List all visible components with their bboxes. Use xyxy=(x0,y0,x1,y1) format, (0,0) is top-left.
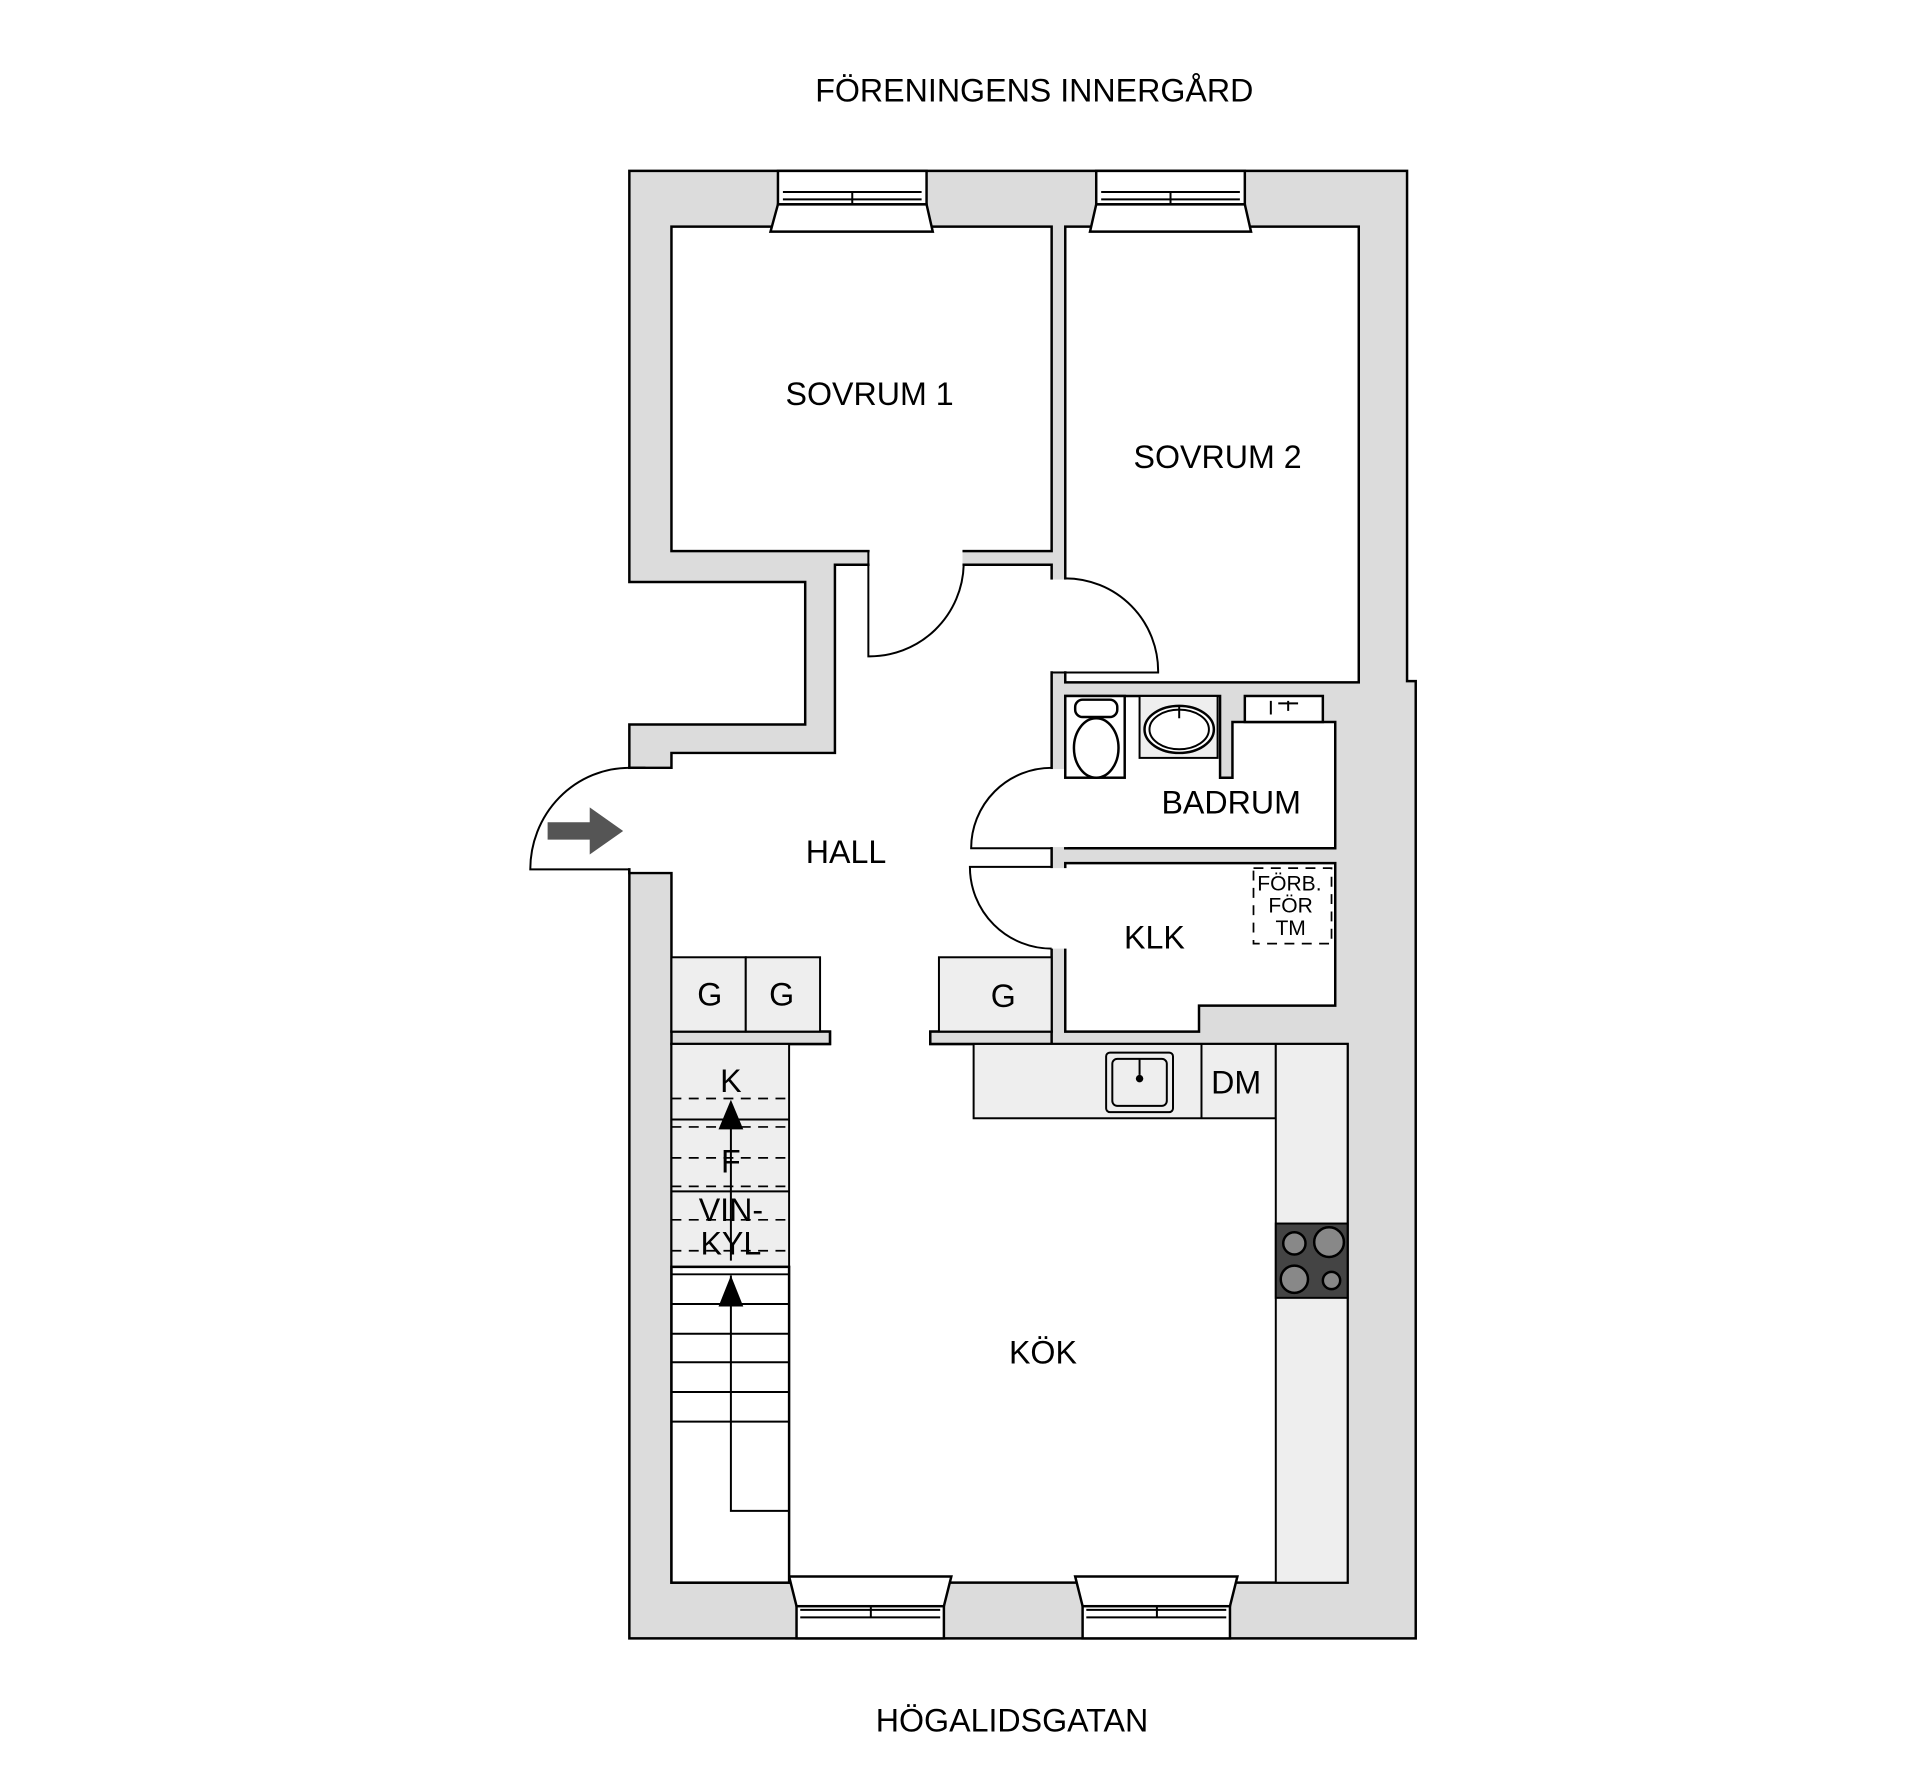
label-dm: DM xyxy=(1211,1065,1261,1101)
label-g-1: G xyxy=(697,977,722,1013)
label-innergard: FÖRENINGENS INNERGÅRD xyxy=(815,73,1253,109)
opening-sovrum-2 xyxy=(1049,579,1068,672)
sink-icon xyxy=(1105,1051,1174,1114)
room-sovrum-2 xyxy=(1064,225,1361,684)
door-sovrum-1[interactable] xyxy=(867,551,965,658)
opening-sovrum-1 xyxy=(869,548,963,568)
label-k: K xyxy=(720,1063,742,1099)
toilet-icon xyxy=(1064,694,1126,779)
opening-klk xyxy=(1049,868,1068,949)
label-hogalidsgatan: HÖGALIDSGATAN xyxy=(876,1702,1148,1738)
door-entrance[interactable] xyxy=(529,766,630,871)
door-klk[interactable] xyxy=(968,865,1052,950)
room-sovrum-1 xyxy=(670,225,1053,553)
label-tm: TM xyxy=(1275,917,1305,940)
stair-arrow-up-icon xyxy=(718,1275,744,1307)
stair-arrow-up-icon-2 xyxy=(718,1099,744,1130)
wardrobe-2 xyxy=(744,956,822,1033)
staircase xyxy=(670,1042,791,1584)
room-badrum xyxy=(1064,694,1337,850)
label-g-2: G xyxy=(769,977,794,1013)
label-hall: HALL xyxy=(806,834,887,870)
label-forb: FÖRB. xyxy=(1257,872,1321,895)
label-for: FÖR xyxy=(1268,895,1312,918)
label-g-3: G xyxy=(991,978,1016,1014)
arrow-right-icon xyxy=(547,807,624,855)
kitchen-counter-right xyxy=(1274,1042,1349,1584)
label-vin: VIN- xyxy=(699,1192,763,1228)
window-sovrum-2 xyxy=(1088,169,1253,233)
ledge-left xyxy=(670,1030,832,1046)
shower-mixer-icon xyxy=(1243,694,1325,724)
window-kok-left xyxy=(787,1575,953,1640)
forb-tm-area xyxy=(1252,867,1333,945)
wardrobe-3 xyxy=(937,956,1053,1033)
ledge-right xyxy=(929,1030,1053,1046)
label-kyl: KYL xyxy=(700,1225,761,1261)
opening-entrance xyxy=(626,769,647,869)
opening-badrum xyxy=(1049,769,1068,848)
window-sovrum-1 xyxy=(768,169,935,233)
door-badrum[interactable] xyxy=(970,766,1052,850)
wardrobe-1 xyxy=(670,956,747,1033)
label-kok: KÖK xyxy=(1009,1334,1078,1370)
window-kok-right xyxy=(1073,1575,1239,1640)
label-sovrum-1: SOVRUM 1 xyxy=(786,376,954,412)
label-f: F xyxy=(721,1144,741,1180)
label-badrum: BADRUM xyxy=(1161,785,1301,821)
door-sovrum-2[interactable] xyxy=(1051,577,1160,674)
room-klk xyxy=(1064,861,1337,1033)
stove-icon xyxy=(1274,1222,1349,1299)
washbasin-icon xyxy=(1138,694,1219,759)
label-klk: KLK xyxy=(1124,920,1185,956)
label-sovrum-2: SOVRUM 2 xyxy=(1134,439,1302,475)
